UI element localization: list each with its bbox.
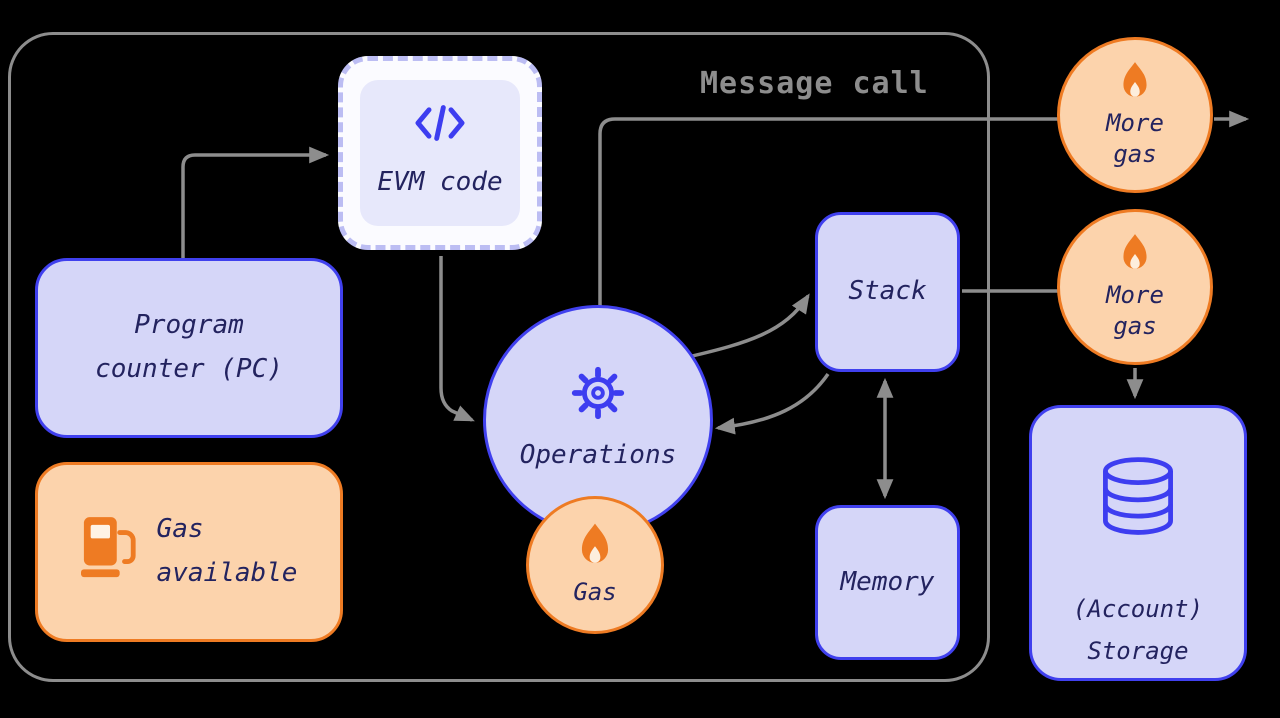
more-gas-middle-label-line2: gas [1113, 312, 1157, 340]
diagram-title: Message call [700, 66, 929, 101]
gas-node: Gas [526, 496, 664, 634]
evm-code-node: EVM code [338, 56, 542, 250]
message-call-frame [8, 32, 990, 682]
gas-available-label-line1: Gas [156, 514, 204, 545]
gas-available-node: Gas available [35, 462, 343, 642]
account-storage-label-line1: (Account) [1072, 595, 1204, 623]
gas-pump-icon [80, 512, 139, 592]
more-gas-middle-label-line1: More [1106, 280, 1164, 309]
evm-code-label: EVM code [377, 167, 503, 198]
database-icon [1092, 450, 1184, 546]
evm-code-inner-card: EVM code [360, 80, 520, 226]
account-storage-node: (Account) Storage [1029, 405, 1247, 681]
memory-label: Memory [840, 566, 935, 597]
flame-icon [1118, 60, 1152, 106]
more-gas-middle-node: More gas [1057, 209, 1213, 365]
stack-label: Stack [848, 276, 927, 307]
gas-available-label-line2: available [156, 558, 298, 588]
more-gas-top-label-line2: gas [1113, 140, 1157, 168]
flame-icon [1118, 232, 1152, 278]
more-gas-top-node: More gas [1057, 37, 1213, 193]
memory-node: Memory [815, 505, 960, 660]
account-storage-label-line2: Storage [1087, 637, 1189, 665]
flame-icon [576, 521, 614, 573]
program-counter-label-line2: counter (PC) [95, 354, 283, 384]
gear-icon [567, 362, 629, 428]
program-counter-node: Program counter (PC) [35, 258, 343, 438]
more-gas-top-label-line1: More [1106, 108, 1164, 137]
program-counter-label-line1: Program [134, 310, 244, 341]
gas-label: Gas [573, 578, 617, 607]
stack-node: Stack [815, 212, 960, 372]
operations-label: Operations [519, 440, 677, 471]
code-icon [413, 101, 467, 149]
